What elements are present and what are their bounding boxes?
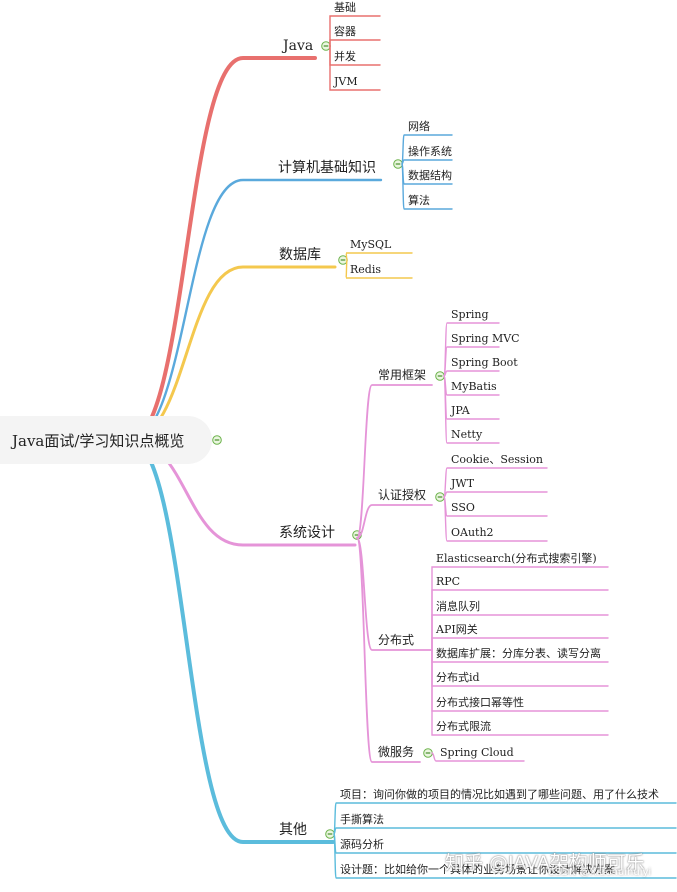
- branch-java-leaf-edge-1: [329, 39, 381, 47]
- sys-group-0-leaf-2[interactable]: Spring Boot: [451, 356, 518, 369]
- sys-group-1-edge: [356, 504, 433, 539]
- sys-group-1-toggle-icon[interactable]: [435, 492, 445, 502]
- branch-other-leaf-2[interactable]: 源码分析: [340, 838, 384, 851]
- sys-group-2[interactable]: 分布式: [378, 633, 415, 647]
- branch-other-leaf-1[interactable]: 手撕算法: [340, 813, 384, 826]
- branch-cs-leaf-0[interactable]: 网络: [408, 120, 430, 133]
- branch-cs-leaf-1[interactable]: 操作系统: [408, 145, 452, 158]
- sys-group-1-leaf-1[interactable]: JWT: [451, 477, 475, 490]
- branch-db-leaf-0[interactable]: MySQL: [350, 238, 392, 251]
- branch-cs-toggle-icon[interactable]: [393, 159, 403, 169]
- branch-java-leaf-edge-3: [329, 45, 381, 91]
- sys-group-0-leaf-5[interactable]: Netty: [451, 428, 483, 441]
- sys-group-0-leaf-0[interactable]: Spring: [451, 308, 489, 321]
- branch-java-leaf-3[interactable]: JVM: [334, 75, 358, 88]
- branch-db-leaf-edge-1: [345, 259, 413, 279]
- branch-other[interactable]: 其他: [279, 822, 307, 838]
- sys-group-1-leaf-2[interactable]: SSO: [451, 501, 475, 514]
- sys-group-0[interactable]: 常用框架: [378, 368, 427, 382]
- sys-group-0-leaf-3[interactable]: MyBatis: [451, 380, 497, 393]
- branch-other-leaf-0[interactable]: 项目：询问你做的项目的情况比如遇到了哪些问题、用了什么技术: [340, 788, 659, 801]
- root-node[interactable]: [0, 416, 212, 464]
- branch-other-leaf-3[interactable]: 设计题：比如给你一个具体的业务场景让你设计解决方案: [340, 863, 615, 876]
- watermark-sub: CSDN @Xiaohuihuiyi: [548, 867, 652, 878]
- sys-group-3-edge: [356, 537, 421, 763]
- sys-group-2-leaf-1[interactable]: RPC: [436, 575, 461, 588]
- watermark: 知乎 @JAVA架构师可乐: [445, 852, 645, 874]
- sys-group-2-leaf-5[interactable]: 分布式id: [436, 671, 480, 684]
- sys-group-1-leaf-0[interactable]: Cookie、Session: [451, 453, 543, 466]
- sys-group-2-leaf-0[interactable]: Elasticsearch(分布式搜索引擎): [436, 552, 597, 565]
- branch-cs[interactable]: 计算机基础知识: [278, 160, 376, 176]
- sys-group-0-edge: [356, 384, 433, 539]
- branch-java-toggle-icon[interactable]: [321, 41, 331, 51]
- branch-cs-leaf-2[interactable]: 数据结构: [408, 169, 452, 182]
- sys-group-0-toggle-icon[interactable]: [435, 371, 445, 381]
- root-label: Java面试/学习知识点概览: [12, 432, 185, 450]
- sys-group-0-leaf-4[interactable]: JPA: [451, 404, 470, 417]
- branch-other-leaf-edge-3: [333, 833, 677, 879]
- branch-sys[interactable]: 系统设计: [279, 525, 335, 541]
- sys-group-0-leaf-edge-5: [443, 375, 500, 444]
- branch-java-leaf-1[interactable]: 容器: [334, 25, 356, 38]
- branch-db-edge: [128, 265, 337, 442]
- branch-db-leaf-1[interactable]: Redis: [350, 263, 381, 276]
- sys-group-0-leaf-1[interactable]: Spring MVC: [451, 332, 520, 345]
- sys-group-3[interactable]: 微服务: [378, 745, 415, 759]
- sys-group-2-leaf-6[interactable]: 分布式接口幂等性: [436, 696, 524, 709]
- sys-group-1-leaf-edge-1: [443, 491, 548, 498]
- sys-group-2-leaf-3[interactable]: API网关: [436, 623, 478, 636]
- sys-group-3-toggle-icon[interactable]: [423, 748, 433, 758]
- sys-group-0-leaf-edge-2: [443, 370, 500, 377]
- sys-group-2-leaf-edge-1: [431, 589, 609, 651]
- branch-db-leaf-edge-0: [345, 252, 413, 261]
- branch-java-leaf-2[interactable]: 并发: [334, 50, 356, 63]
- sys-group-1-leaf-edge-3: [443, 496, 548, 542]
- branch-other-edge: [128, 438, 335, 844]
- sys-group-3-leaf-0[interactable]: Spring Cloud: [440, 746, 514, 759]
- branch-cs-leaf-edge-3: [401, 163, 453, 210]
- sys-group-1-leaf-3[interactable]: OAuth2: [451, 526, 494, 539]
- sys-group-2-leaf-2[interactable]: 消息队列: [436, 600, 480, 613]
- sys-group-1[interactable]: 认证授权: [378, 488, 427, 502]
- branch-other-leaf-edge-0: [333, 802, 677, 835]
- sys-group-2-leaf-4[interactable]: 数据库扩展：分库分表、读写分离: [436, 647, 601, 660]
- branch-java-leaf-0[interactable]: 基础: [334, 1, 356, 14]
- sys-group-2-leaf-edge-7: [431, 649, 609, 736]
- branch-cs-leaf-3[interactable]: 算法: [408, 194, 430, 207]
- sys-group-3-leaf-edge-0: [431, 752, 525, 762]
- branch-other-leaf-edge-1: [333, 827, 677, 835]
- branch-cs-leaf-edge-1: [401, 159, 453, 165]
- root-toggle-icon[interactable]: [212, 435, 222, 445]
- sys-group-2-leaf-7[interactable]: 分布式限流: [436, 720, 491, 733]
- branch-other-toggle-icon[interactable]: [325, 829, 335, 839]
- branch-db[interactable]: 数据库: [279, 247, 321, 263]
- branch-java[interactable]: Java: [283, 38, 314, 54]
